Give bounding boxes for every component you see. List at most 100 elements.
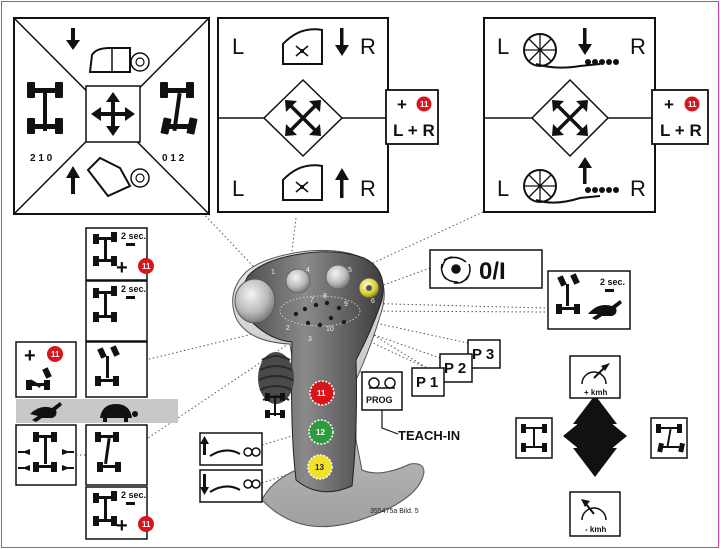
num-3: 3 [308,336,312,343]
middle-l-bottom: L [232,176,244,201]
p1-box [411,367,445,397]
right-lr-text: L + R [660,121,702,140]
right-r-bottom: R [630,176,646,201]
badge-11 [47,346,63,362]
button-glyph [126,296,135,299]
p3-label: P 3 [472,346,494,363]
right-plus: + [664,95,674,114]
chassis-mini-icon [93,286,117,322]
num-6: 6 [371,298,375,305]
rabbit-icon [30,402,62,422]
cab-rear-icon [66,156,150,198]
pickup-reel-down-icon [523,28,619,69]
left-button-column: 2 sec. + 11 2 sec. [16,227,178,540]
middle-lr-text: L + R [393,121,435,140]
linkage-up-icon [282,28,349,65]
chassis-crab-walk-icon [18,432,74,472]
badge-num-2: 11 [142,520,151,529]
program-buttons: P 3 P 2 P 1 [411,339,501,397]
plus-label-2: + [116,515,128,537]
right-l-bottom: L [497,176,509,201]
plus-label: + [116,257,128,279]
steer-left-box [515,417,553,459]
joystick-body: 1 2 3 4 5 6 7 8 9 10 11 12 13 355475a Bi… [232,249,425,528]
chassis-right-icon [160,82,198,135]
plus-kmh: + kmh [584,388,607,397]
badge-13-yellow [307,454,333,480]
badge-13-num: 13 [315,463,324,472]
right-r-top: R [630,34,646,59]
right-lr-box: + 11 L + R [651,89,709,145]
chassis-crab-icon [26,367,52,390]
diagonal-arrows-icon-right [552,100,588,136]
badge-12-num: 12 [316,428,325,437]
linkage-down-icon [282,164,349,201]
right-l-top: L [497,34,509,59]
speed-mode-box: 2 sec. [547,270,631,330]
fan-box: 0/I [429,249,543,289]
num-2: 2 [286,325,290,332]
middle-l-top: L [232,34,244,59]
num-1: 1 [271,269,275,276]
p1-label: P 1 [416,374,438,391]
diagonal-arrows-icon [285,100,321,136]
two-sec-label-3: 2 sec. [121,490,146,500]
speed-down-box: - kmh [569,491,621,537]
button-5 [325,264,351,290]
fan-text: 0/I [479,258,506,285]
chassis-crab-icon [556,273,580,314]
p3-box [467,339,501,369]
middle-lr-box: + 11 L + R [385,89,439,145]
gears-left-label: 2 1 0 [30,153,53,164]
p2-label: P 2 [444,360,466,377]
button-glyph [126,243,135,246]
speed-two-sec: 2 sec. [600,277,625,287]
badge-11 [684,96,700,112]
cab-front-icon [66,28,150,73]
front-linkage-panel: L R L R + 11 L + R [217,17,439,213]
part-number: 355475a Bild. 5 [370,508,419,515]
num-9: 9 [344,301,348,308]
steering-mode-panel: 2 1 0 0 1 2 [13,17,210,215]
badge-num: 11 [142,262,151,271]
prog-label: PROG [366,395,393,405]
rear-linkage-panel: L R L R + 11 L + R [483,17,709,213]
badge-11 [138,258,154,274]
chassis-left-icon [27,82,63,134]
speedometer-icon [581,507,607,521]
speed-up-box: + kmh [569,355,621,399]
left-outer-boxes: + 11 [15,341,86,486]
button-glyph [126,502,135,505]
fan-icon [440,256,471,284]
chassis-mini-icon [95,432,121,472]
badge-11-num: 11 [317,389,326,398]
middle-plus: + [397,95,407,114]
turtle-icon [100,404,138,422]
outer-badge-num: 11 [51,350,60,359]
middle-r-top: R [360,34,376,59]
num-8: 8 [323,293,327,300]
steer-right-box [650,417,688,459]
middle-badge-num: 11 [420,100,429,109]
button-cluster [279,295,361,327]
button-numbers: 1 2 3 4 5 6 7 8 9 10 [271,267,375,343]
button-4 [285,268,311,294]
middle-r-bottom: R [360,176,376,201]
badge-11-red [309,380,335,406]
prog-box: PROG TEACH-IN [361,371,460,443]
thumb-wheel [258,352,294,404]
two-sec-label-2: 2 sec. [121,284,146,294]
outer-plus: + [24,345,36,367]
badge-12-green [308,419,334,445]
travel-direction-cross: + kmh - kmh [515,355,688,537]
pickup-reel-up-icon [523,157,619,204]
button-1-knob [234,278,276,324]
badge-11 [416,96,432,112]
four-way-arrow-icon [91,92,135,136]
button-glyph [605,289,614,292]
num-10: 10 [326,326,334,333]
chassis-crab-icon [95,345,120,386]
minus-kmh: - kmh [585,525,606,534]
